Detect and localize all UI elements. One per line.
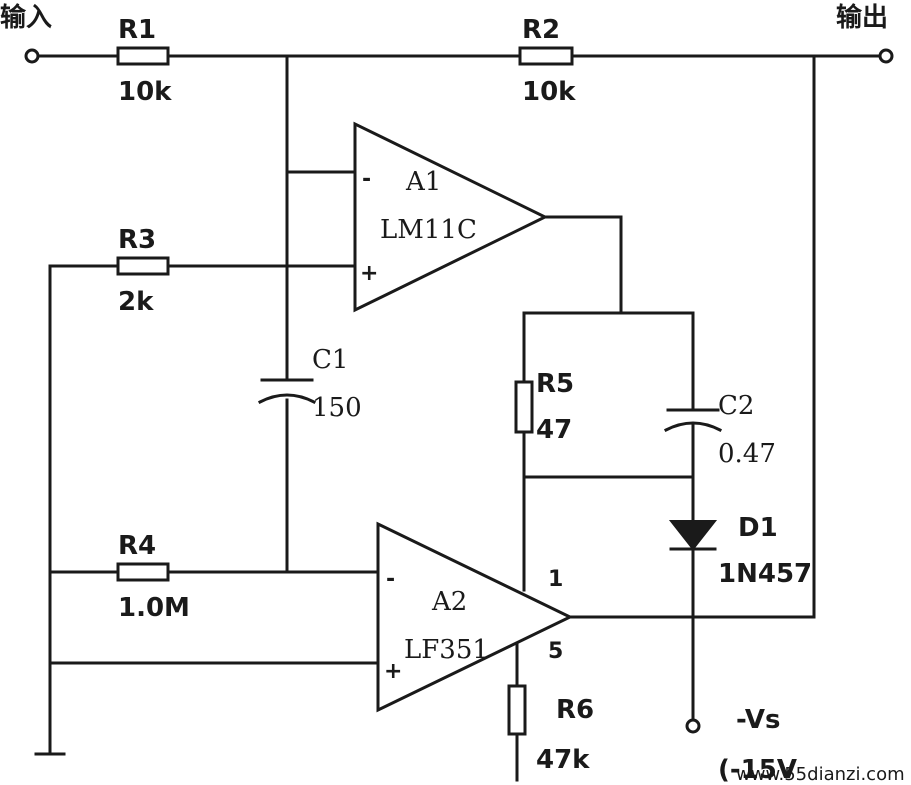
capacitor-c2 bbox=[663, 408, 723, 433]
resistor-r5 bbox=[514, 380, 534, 434]
input-label: 输入 bbox=[0, 2, 52, 33]
r1-value: 10k bbox=[118, 77, 172, 107]
capacitor-c1 bbox=[257, 378, 317, 405]
c1-value: 150 bbox=[312, 393, 362, 423]
resistor-r4 bbox=[116, 562, 170, 582]
supply-label: -Vs bbox=[736, 705, 781, 735]
r2-ref: R2 bbox=[522, 15, 560, 45]
c2-ref: C2 bbox=[718, 391, 754, 421]
d1-part: 1N457 bbox=[718, 559, 812, 589]
a1-inv-sign: - bbox=[362, 167, 371, 192]
r4-ref: R4 bbox=[118, 531, 156, 561]
resistor-r1 bbox=[116, 46, 170, 66]
output-terminal bbox=[878, 48, 894, 64]
a2-inv-sign: - bbox=[386, 567, 395, 592]
a2-pin-5: 5 bbox=[548, 639, 563, 664]
a1-ref: A1 bbox=[405, 167, 441, 197]
opamp-a1 bbox=[353, 121, 549, 313]
a2-ref: A2 bbox=[431, 587, 467, 617]
a2-noninv-sign: + bbox=[384, 659, 402, 684]
watermark: www.55dianzi.com bbox=[736, 764, 905, 785]
wires bbox=[34, 54, 882, 782]
r1-ref: R1 bbox=[118, 15, 156, 45]
d1-ref: D1 bbox=[738, 513, 778, 543]
c1-ref: C1 bbox=[312, 345, 348, 375]
a1-noninv-sign: + bbox=[360, 261, 378, 286]
resistor-r3 bbox=[116, 256, 170, 276]
supply-terminal bbox=[685, 718, 701, 734]
r3-value: 2k bbox=[118, 287, 154, 317]
diode-d1 bbox=[668, 520, 718, 551]
r5-value: 47 bbox=[536, 415, 572, 445]
resistor-r2 bbox=[518, 46, 574, 66]
supply-note: (-15V bbox=[718, 755, 797, 785]
r3-ref: R3 bbox=[118, 225, 156, 255]
output-label: 输出 bbox=[836, 2, 888, 33]
input-terminal bbox=[24, 48, 40, 64]
c2-value: 0.47 bbox=[718, 439, 776, 469]
a2-pin-1: 1 bbox=[548, 567, 563, 592]
a2-part: LF351 bbox=[404, 635, 489, 665]
resistor-r6 bbox=[507, 684, 527, 736]
opamp-a2 bbox=[376, 521, 574, 713]
r6-ref: R6 bbox=[556, 695, 594, 725]
r5-ref: R5 bbox=[536, 369, 574, 399]
r6-value: 47k bbox=[536, 745, 590, 775]
r4-value: 1.0M bbox=[118, 593, 190, 623]
a1-part: LM11C bbox=[380, 215, 477, 245]
r2-value: 10k bbox=[522, 77, 576, 107]
